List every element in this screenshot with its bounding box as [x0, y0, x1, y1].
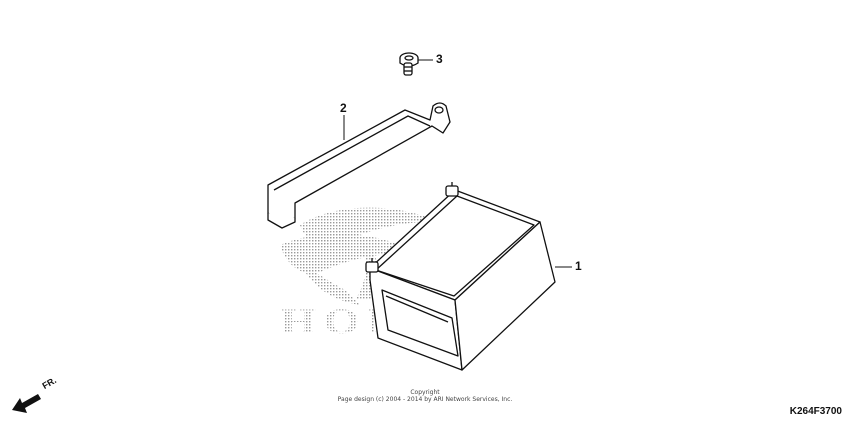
- battery-part[interactable]: [365, 182, 556, 371]
- front-direction-arrow-icon: [12, 394, 41, 413]
- diagram-code: K264F3700: [789, 406, 842, 417]
- callout-part-3[interactable]: 3: [436, 52, 443, 66]
- callout-part-1[interactable]: 1: [575, 259, 582, 273]
- copyright-line-1: Copyright: [410, 389, 440, 396]
- callout-part-2[interactable]: 2: [340, 101, 347, 115]
- copyright-line-2: Page design (c) 2004 - 2014 by ARI Netwo…: [337, 396, 513, 403]
- bolt-part[interactable]: [399, 52, 419, 76]
- copyright-notice: Copyright Page design (c) 2004 - 2014 by…: [300, 389, 550, 403]
- battery-band-part[interactable]: [267, 102, 451, 229]
